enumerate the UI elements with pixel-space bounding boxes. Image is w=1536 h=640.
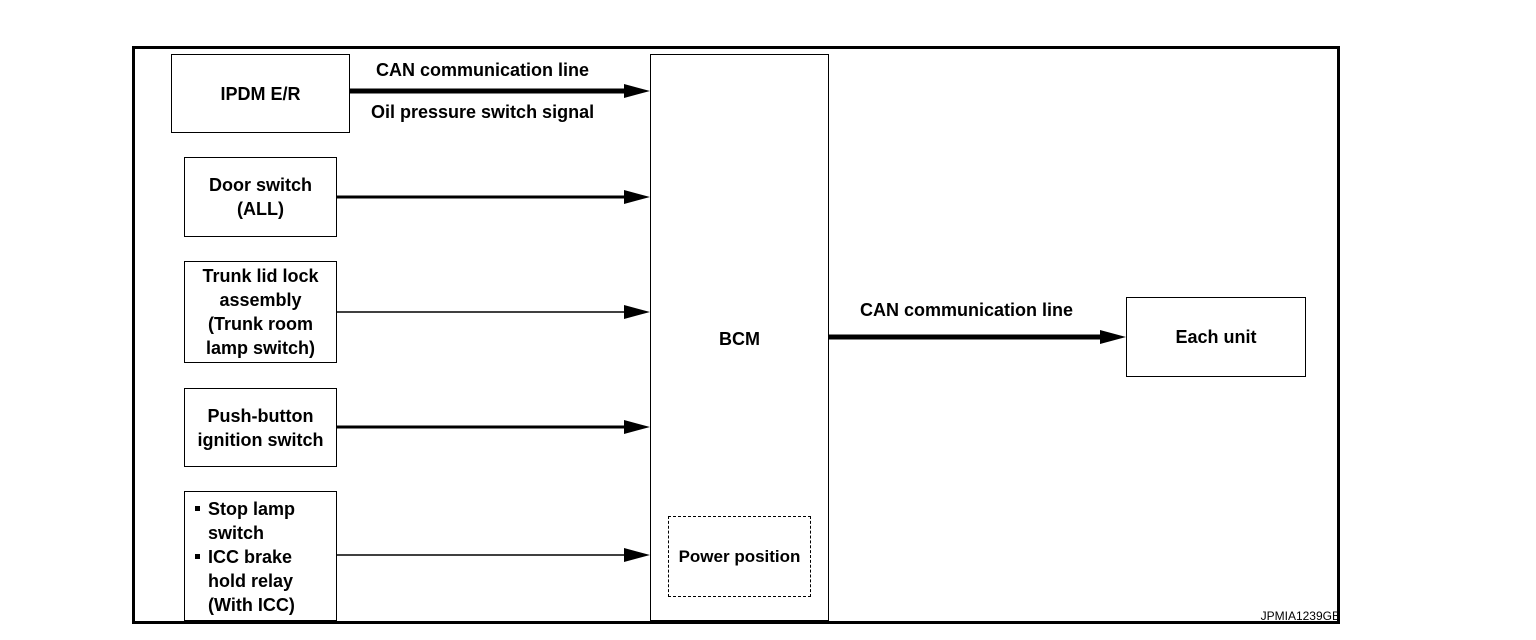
- push-button-label: Push-button ignition switch: [197, 405, 324, 450]
- bcm-box: BCM: [650, 54, 829, 621]
- stop-arrowhead: [624, 548, 650, 562]
- bcm-can-line-label: CAN communication line: [860, 300, 1074, 320]
- trunk-arrowhead: [624, 305, 650, 319]
- push-arrowhead: [624, 420, 650, 434]
- ipdm-can-line-label: CAN communication line: [376, 60, 590, 80]
- door-switch-label: Door switch (ALL): [208, 175, 312, 219]
- door-arrowhead: [624, 190, 650, 204]
- stop-lamp-box: Stop lamp switch ICC brake hold relay (W…: [184, 491, 337, 621]
- trunk-lid-box: Trunk lid lock assembly (Trunk room lamp…: [184, 261, 337, 363]
- bcm-label: BCM: [719, 329, 760, 349]
- ipdm-er-box: IPDM E/R: [171, 54, 350, 133]
- door-switch-box: Door switch (ALL): [184, 157, 337, 237]
- power-position-box: Power position: [668, 516, 811, 597]
- icc-brake-item: ICC brake hold relay (With ICC): [195, 545, 295, 617]
- stop-lamp-list: Stop lamp switch ICC brake hold relay (W…: [195, 497, 295, 617]
- units-arrowhead: [1100, 330, 1126, 344]
- ipdm-er-label: IPDM E/R: [220, 83, 301, 104]
- trunk-lid-label: Trunk lid lock assembly (Trunk room lamp…: [202, 266, 319, 358]
- diagram-frame: [132, 46, 1340, 624]
- figure-code: JPMIA1239GB: [1260, 609, 1340, 623]
- oil-pressure-label: Oil pressure switch signal: [371, 102, 595, 122]
- power-position-label: Power position: [678, 546, 801, 566]
- each-unit-label: Each unit: [1175, 327, 1257, 347]
- ipdm-arrowhead: [624, 84, 650, 98]
- stop-lamp-item: Stop lamp switch: [195, 497, 295, 545]
- push-button-box: Push-button ignition switch: [184, 388, 337, 467]
- each-unit-box: Each unit: [1126, 297, 1306, 377]
